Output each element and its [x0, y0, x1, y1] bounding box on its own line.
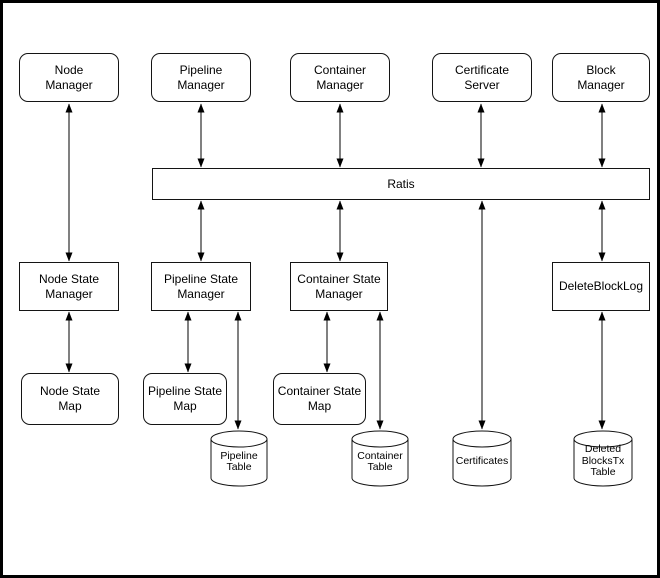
pipeline-table-label: Pipeline Table [220, 449, 258, 473]
cylinder-shape [573, 430, 633, 487]
container-state-manager-box: Container State Manager [290, 262, 388, 311]
ratis-bar: Ratis [152, 168, 650, 200]
pipeline-manager-box: Pipeline Manager [151, 53, 251, 102]
certificates-label: Certificates [455, 455, 509, 468]
pipeline-table-cylinder: Pipeline Table [210, 430, 268, 487]
container-manager-box: Container Manager [290, 53, 390, 102]
delete-block-log-box: DeleteBlockLog [552, 262, 650, 311]
block-manager-box: Block Manager [552, 53, 650, 102]
container-table-label: Container Table [357, 449, 403, 473]
pipeline-state-map-box: Pipeline State Map [143, 373, 227, 425]
container-state-map-box: Container State Map [273, 373, 366, 425]
node-manager-box: Node Manager [19, 53, 119, 102]
cylinder-shape [351, 430, 409, 487]
certificates-cylinder: Certificates [452, 430, 512, 487]
pipeline-state-manager-box: Pipeline State Manager [151, 262, 251, 311]
deleted-blockstx-table-label: Deleted BlocksTx Table [581, 443, 625, 479]
container-table-cylinder: Container Table [351, 430, 409, 487]
certificate-server-box: Certificate Server [432, 53, 532, 102]
node-state-manager-box: Node State Manager [19, 262, 119, 311]
node-state-map-box: Node State Map [21, 373, 119, 425]
deleted-blockstx-table-cylinder: Deleted BlocksTx Table [573, 430, 633, 487]
cylinder-shape [210, 430, 268, 487]
cylinder-shape [452, 430, 512, 487]
